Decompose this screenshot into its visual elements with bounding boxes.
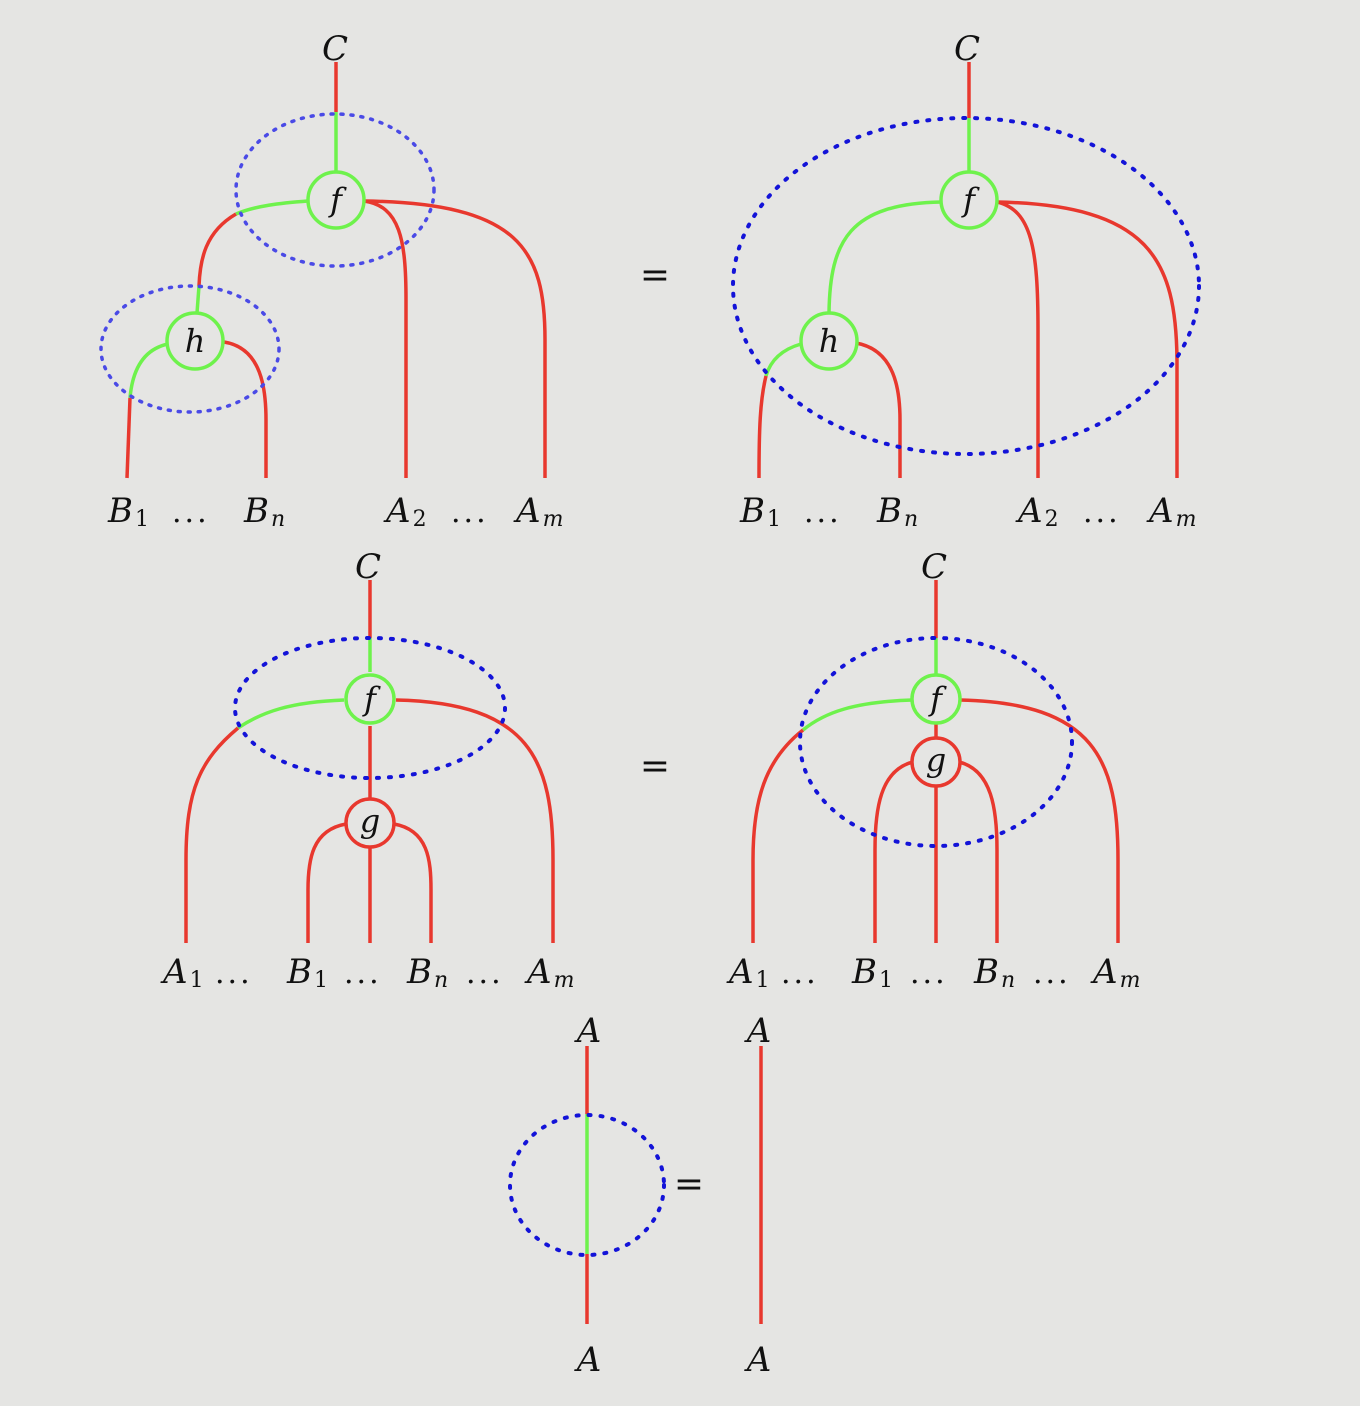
row3-right-diagram: A A bbox=[744, 1011, 772, 1380]
node-f bbox=[939, 170, 999, 230]
wire bbox=[197, 212, 237, 287]
ellipsis: ... bbox=[910, 956, 948, 991]
node-h-label: h bbox=[819, 322, 840, 360]
label-bn: Bn bbox=[973, 952, 1015, 993]
wire bbox=[128, 342, 169, 399]
node-g-label: g bbox=[926, 741, 946, 779]
node-g bbox=[344, 797, 396, 849]
ellipsis: ... bbox=[344, 956, 382, 991]
node-f bbox=[306, 170, 366, 230]
wire bbox=[195, 285, 201, 314]
row1-right-diagram: C f h B1 ... Bn A2 ... Am bbox=[731, 29, 1201, 532]
node-h bbox=[799, 311, 859, 371]
wire bbox=[125, 397, 132, 479]
wire bbox=[996, 200, 1040, 478]
ellipsis: ... bbox=[804, 495, 842, 530]
wire bbox=[959, 698, 1120, 943]
dotted-region bbox=[233, 636, 507, 780]
label-bn: Bn bbox=[406, 952, 448, 993]
label-am: Am bbox=[524, 952, 574, 993]
dotted-region bbox=[731, 116, 1201, 456]
label-a1: A1 bbox=[160, 952, 204, 993]
row2-right-top-label: C bbox=[921, 547, 947, 587]
wire bbox=[363, 199, 547, 478]
node-g-label: g bbox=[360, 802, 380, 840]
ellipsis: ... bbox=[1033, 956, 1071, 991]
label-b1: B1 bbox=[107, 491, 149, 532]
dotted-region bbox=[508, 1113, 666, 1257]
ellipsis: ... bbox=[172, 495, 210, 530]
row3-right-bottom-label: A bbox=[744, 1340, 772, 1380]
wire bbox=[395, 698, 555, 943]
equals-sign: = bbox=[640, 255, 670, 296]
wire bbox=[873, 760, 914, 943]
wire bbox=[855, 341, 902, 478]
wire bbox=[827, 200, 942, 314]
row2-left-top-label: C bbox=[355, 547, 381, 587]
label-a2: A2 bbox=[1015, 491, 1059, 532]
label-b1: B1 bbox=[851, 952, 893, 993]
wire bbox=[764, 342, 802, 377]
wire bbox=[306, 822, 347, 943]
label-a1: A1 bbox=[726, 952, 770, 993]
row3-left-diagram: A A bbox=[508, 1011, 666, 1380]
label-am: Am bbox=[513, 491, 563, 532]
ellipsis: ... bbox=[451, 495, 489, 530]
wire bbox=[235, 199, 309, 216]
node-f bbox=[344, 673, 396, 725]
row1-left-diagram: C f h B1 ... Bn A2 ... Am bbox=[99, 29, 563, 532]
ellipsis: ... bbox=[466, 956, 504, 991]
wire bbox=[223, 340, 268, 478]
wire bbox=[363, 199, 408, 478]
label-am: Am bbox=[1146, 491, 1196, 532]
ellipsis: ... bbox=[215, 956, 253, 991]
label-b1: B1 bbox=[286, 952, 328, 993]
dotted-region bbox=[798, 636, 1074, 848]
node-h-label: h bbox=[185, 322, 206, 360]
row3-left-bottom-label: A bbox=[574, 1340, 602, 1380]
dotted-region bbox=[234, 112, 436, 268]
equals-sign: = bbox=[640, 746, 670, 787]
row3-right-top-label: A bbox=[744, 1011, 772, 1051]
wire bbox=[958, 760, 999, 943]
label-bn: Bn bbox=[243, 491, 285, 532]
wire bbox=[393, 822, 433, 943]
label-b1: B1 bbox=[739, 491, 781, 532]
ellipsis: ... bbox=[781, 956, 819, 991]
equals-sign: = bbox=[674, 1164, 704, 1205]
wire bbox=[801, 698, 913, 732]
label-a2: A2 bbox=[383, 491, 427, 532]
node-f bbox=[910, 673, 962, 725]
label-am: Am bbox=[1090, 952, 1140, 993]
wire bbox=[751, 728, 805, 943]
dotted-region bbox=[99, 284, 281, 414]
row2-left-diagram: C f g A1 ... B1 ... Bn ... Am bbox=[160, 547, 574, 993]
label-bn: Bn bbox=[876, 491, 918, 532]
wire bbox=[184, 726, 240, 943]
node-h bbox=[165, 311, 225, 371]
ellipsis: ... bbox=[1083, 495, 1121, 530]
row2-right-diagram: C f g A1 ... B1 ... Bn ... Am bbox=[726, 547, 1140, 993]
row3-left-top-label: A bbox=[574, 1011, 602, 1051]
wire bbox=[237, 698, 345, 730]
wire bbox=[757, 375, 768, 479]
node-g bbox=[910, 736, 962, 788]
row1-right-top-label: C bbox=[954, 29, 980, 69]
wire bbox=[996, 200, 1179, 478]
